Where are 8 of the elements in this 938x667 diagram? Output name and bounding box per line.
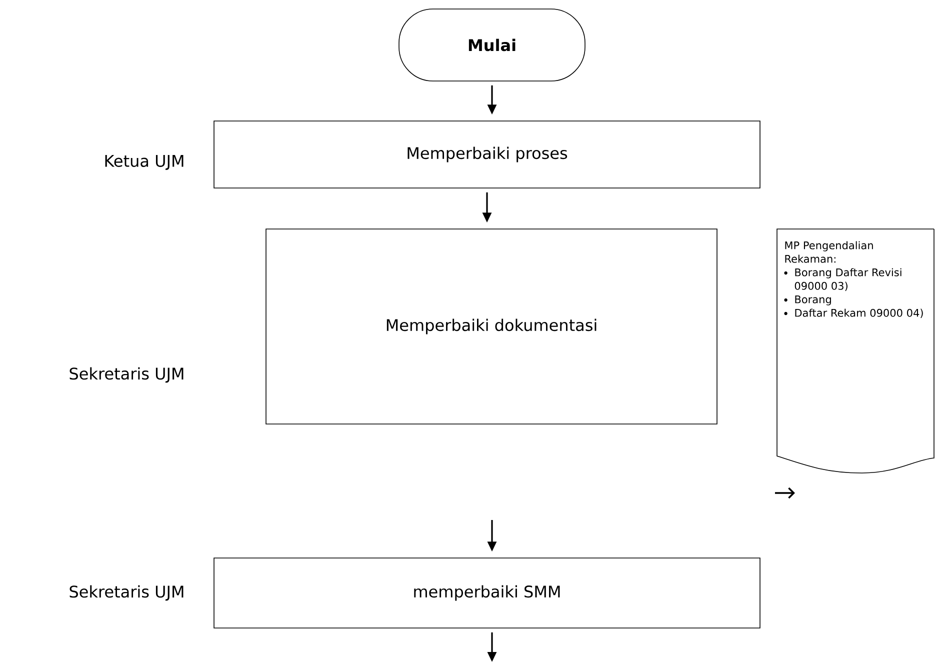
role-label: Sekretaris UJM [70,585,184,601]
terminator: Mulai [398,8,586,82]
process-box: Memperbaiki proses [214,120,760,188]
role-label: Ketua UJM [105,155,184,170]
role-label: Sekretaris UJM [70,367,184,383]
document-shape: MP Pengendalian Rekaman: Borang Daftar Revisi 09000 03) Borang Daftar Rekam 09000 04) [776,228,934,474]
process-box: memperbaiki SMM [214,558,760,628]
process-box: Memperbaiki dokumentasi [266,228,718,424]
